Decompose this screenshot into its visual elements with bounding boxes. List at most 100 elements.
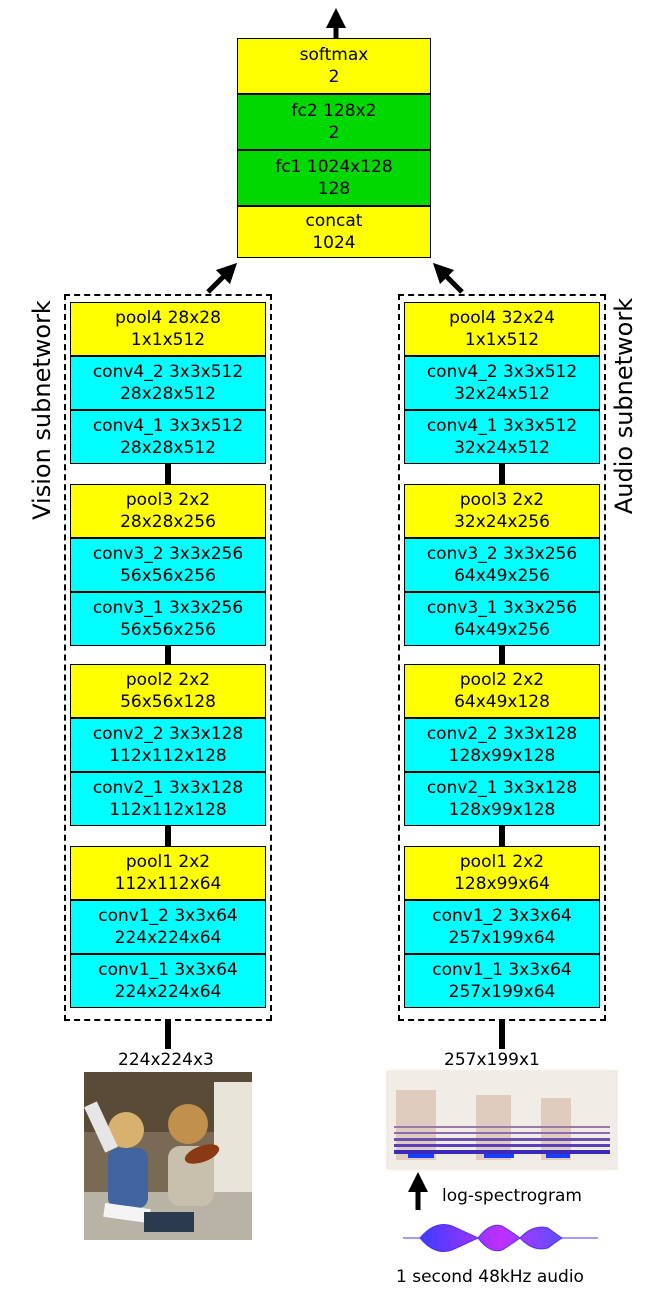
vision-to-concat-arrow bbox=[206, 262, 238, 294]
vision-group-connector bbox=[165, 826, 171, 846]
layer-name: conv2_1 3x3x128 bbox=[426, 778, 578, 798]
layer-name: pool2 2x2 bbox=[125, 670, 211, 690]
fc1-layer: fc1 1024x128 128 bbox=[237, 150, 431, 206]
layer-name: conv3_2 3x3x256 bbox=[426, 544, 578, 564]
layer-output: 32x24x512 bbox=[454, 384, 550, 404]
layer-output: 64x49x128 bbox=[454, 692, 550, 712]
input-photo bbox=[84, 1072, 252, 1240]
layer-name: pool4 28x28 bbox=[115, 308, 221, 328]
layer-name: pool3 2x2 bbox=[125, 490, 211, 510]
layer-name: conv3_1 3x3x256 bbox=[92, 598, 244, 618]
waveform-graphic bbox=[403, 1224, 598, 1252]
layer-output: 128x99x128 bbox=[448, 800, 556, 820]
layer-name: pool4 32x24 bbox=[449, 308, 555, 328]
layer-output: 128 bbox=[317, 179, 351, 199]
audio-input-connector bbox=[499, 1021, 505, 1049]
layer-output: 1x1x512 bbox=[464, 330, 540, 350]
layer-output: 128x99x64 bbox=[454, 874, 550, 894]
layer-name: conv4_2 3x3x512 bbox=[426, 362, 578, 382]
vision-group-connector bbox=[165, 464, 171, 484]
fc2-layer: fc2 128x2 2 bbox=[237, 94, 431, 150]
layer-name: conv1_2 3x3x64 bbox=[432, 906, 572, 926]
spectrogram-label: log-spectrogram bbox=[442, 1186, 582, 1206]
layer-name: pool1 2x2 bbox=[125, 852, 211, 872]
layer-output: 28x28x256 bbox=[120, 512, 216, 532]
photo-illustration bbox=[84, 1072, 252, 1240]
layer-output: 28x28x512 bbox=[120, 384, 216, 404]
layer-name: conv4_1 3x3x512 bbox=[426, 416, 578, 436]
layer-output: 1x1x512 bbox=[130, 330, 206, 350]
layer-output: 32x24x512 bbox=[454, 438, 550, 458]
layer-output: 1024 bbox=[312, 233, 356, 253]
layer-output: 56x56x128 bbox=[120, 692, 216, 712]
layer-output: 2 bbox=[328, 123, 340, 143]
audio-group-connector bbox=[499, 646, 505, 664]
layer-output: 112x112x64 bbox=[114, 874, 222, 894]
spectrogram-image bbox=[386, 1070, 618, 1170]
layer-name: pool3 2x2 bbox=[459, 490, 545, 510]
vision-subnetwork-title: Vision subnetwork bbox=[28, 300, 56, 520]
layer-output: 257x199x64 bbox=[448, 928, 556, 948]
softmax-layer: softmax 2 bbox=[237, 38, 431, 94]
layer-name: conv2_2 3x3x128 bbox=[92, 724, 244, 744]
layer-name: conv2_2 3x3x128 bbox=[426, 724, 578, 744]
layer-output: 64x49x256 bbox=[454, 566, 550, 586]
layer-output: 257x199x64 bbox=[448, 982, 556, 1002]
layer-name: conv1_1 3x3x64 bbox=[432, 960, 572, 980]
audio-input-size: 257x199x1 bbox=[444, 1050, 540, 1070]
layer-output: 28x28x512 bbox=[120, 438, 216, 458]
layer-name: fc1 1024x128 bbox=[275, 157, 393, 177]
layer-output: 224x224x64 bbox=[114, 982, 222, 1002]
layer-name: conv3_2 3x3x256 bbox=[92, 544, 244, 564]
layer-name: concat bbox=[305, 211, 363, 231]
vision-input-connector bbox=[165, 1021, 171, 1049]
layer-name: conv4_2 3x3x512 bbox=[92, 362, 244, 382]
layer-output: 32x24x256 bbox=[454, 512, 550, 532]
layer-output: 112x112x128 bbox=[109, 800, 227, 820]
layer-output: 56x56x256 bbox=[120, 566, 216, 586]
layer-output: 2 bbox=[328, 67, 340, 87]
layer-name: conv1_1 3x3x64 bbox=[98, 960, 238, 980]
vision-group-connector bbox=[165, 646, 171, 664]
layer-output: 224x224x64 bbox=[114, 928, 222, 948]
layer-name: pool1 2x2 bbox=[459, 852, 545, 872]
layer-output: 112x112x128 bbox=[109, 746, 227, 766]
audio-subnetwork-title: Audio subnetwork bbox=[610, 297, 638, 515]
audio-group-connector bbox=[499, 464, 505, 484]
spectrogram-illustration bbox=[386, 1070, 618, 1170]
layer-name: softmax bbox=[299, 45, 369, 65]
layer-name: pool2 2x2 bbox=[459, 670, 545, 690]
layer-output: 128x99x128 bbox=[448, 746, 556, 766]
vision-input-size: 224x224x3 bbox=[118, 1050, 214, 1070]
audio-to-concat-arrow bbox=[432, 262, 464, 294]
layer-name: conv3_1 3x3x256 bbox=[426, 598, 578, 618]
vision-subnetwork-frame bbox=[64, 294, 272, 1021]
audio-subnetwork-frame bbox=[398, 294, 606, 1021]
layer-name: fc2 128x2 bbox=[291, 101, 377, 121]
layer-output: 64x49x256 bbox=[454, 620, 550, 640]
